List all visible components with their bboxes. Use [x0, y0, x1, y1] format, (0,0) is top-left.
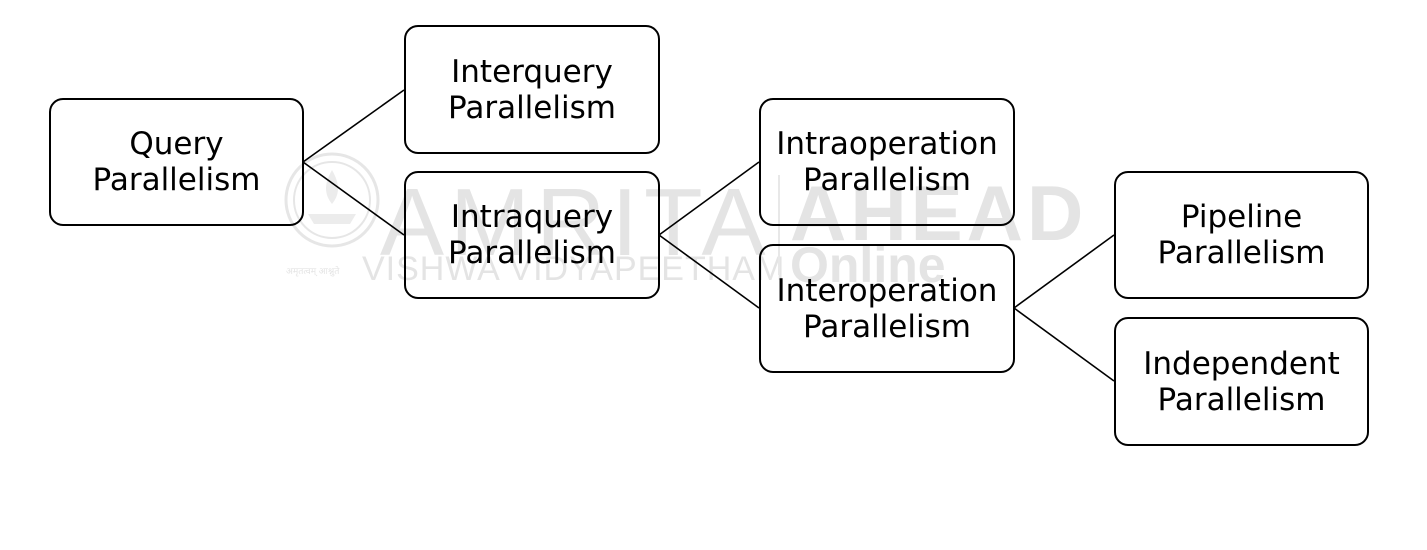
- edge-query-interquery: [302, 89, 405, 163]
- node-label: Interquery Parallelism: [448, 53, 616, 126]
- edge-query-intraquery: [302, 161, 405, 236]
- node-intraoperation-parallelism: Intraoperation Parallelism: [759, 98, 1015, 226]
- node-interquery-parallelism: Interquery Parallelism: [404, 25, 660, 154]
- edge-intraquery-interoperation: [658, 234, 760, 309]
- node-independent-parallelism: Independent Parallelism: [1114, 317, 1369, 446]
- node-label: Intraoperation Parallelism: [776, 126, 998, 198]
- node-label: Pipeline Parallelism: [1157, 199, 1326, 271]
- node-label: Intraquery Parallelism: [448, 199, 616, 271]
- node-query-parallelism: Query Parallelism: [49, 98, 304, 226]
- edge-interoperation-independent: [1013, 307, 1115, 382]
- node-interoperation-parallelism: Interoperation Parallelism: [759, 244, 1015, 373]
- university-seal-watermark: [284, 152, 380, 248]
- node-intraquery-parallelism: Intraquery Parallelism: [404, 171, 660, 299]
- node-pipeline-parallelism: Pipeline Parallelism: [1114, 171, 1369, 299]
- edge-intraquery-intraoperation: [658, 161, 760, 236]
- node-label: Interoperation Parallelism: [776, 272, 998, 345]
- node-label: Query Parallelism: [92, 126, 261, 198]
- node-label: Independent Parallelism: [1143, 345, 1340, 418]
- edge-interoperation-pipeline: [1013, 234, 1115, 309]
